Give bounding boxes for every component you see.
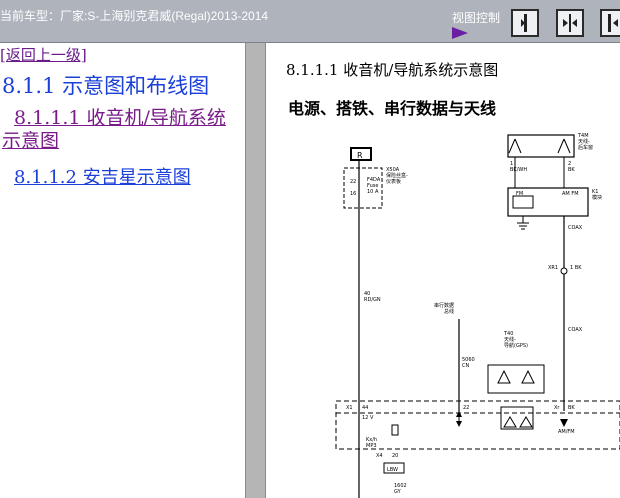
gps-switch [500,406,534,430]
mp3-connector [391,424,399,436]
view-control-label: 视图控制 [452,11,501,25]
lbw-label: LBW [387,467,398,473]
expand-left-button[interactable] [600,9,620,37]
expand-left-icon [608,14,618,32]
coax-top-label: COAX [568,225,583,231]
fuse-sub: Fuse [367,183,378,189]
coax-mid-label: COAX [568,327,583,333]
k-label: Kx/h [366,437,377,443]
wiring-diagram: R X50A 保险丝盒- 仪表板 22 16 F4DA Fuse 10 A 40… [335,133,620,498]
antenna-label-2: 天线- [578,138,590,145]
play-arrow-icon[interactable] [452,27,468,39]
relay-box [350,147,372,161]
pane-splitter[interactable] [245,43,266,498]
bottom-color: GY [394,489,402,495]
serial-label: 串行数据 [434,302,454,309]
antenna-label-3: 后车窗 [578,144,593,151]
nav-item-onstar-schematic[interactable]: 8.1.1.2 安吉星示意图 [14,167,191,188]
antenna-box [507,134,575,158]
pin44: 44 [362,405,368,411]
nav-item-radio-nav-schematic[interactable]: 8.1.1.1 收音机/导航系统示意图 [2,107,226,152]
antenna-line-1 [514,138,522,154]
antenna-line-2b [557,138,565,154]
module-fm: FM [516,191,523,197]
arrow-up-icon [456,411,462,417]
top-toolbar: 当前车型：厂家:S-上海别克君威(Regal)2013-2014 视图控制 [0,0,620,43]
module-title-2: 模块 [592,194,602,201]
section-heading-link[interactable]: 8.1.1 示意图和布线图 [2,74,210,98]
serial-color: CN [462,363,469,369]
bottom-num: 1602 [394,483,407,489]
ant-pin2-color: BK [568,167,575,173]
v12: 12 V [362,415,374,421]
x1-label: X1 [346,405,353,411]
gps-triangle-2 [521,369,535,384]
relay-box-label: R [357,151,363,160]
fuse-location-label-3: 仪表板 [386,178,401,185]
module-am: AM FM [562,191,579,197]
bk-bottom: BK [568,405,575,411]
pin22: 22 [463,405,469,411]
radio-module-box [335,400,620,450]
content-title: 8.1.1.1 收音机/导航系统示意图 [286,61,499,79]
gps-triangle-1 [497,369,511,384]
gps-label-2: 天线- [504,336,516,343]
navigation-pane: [返回上一级] 8.1.1 示意图和布线图 8.1.1.1 收音机/导航系统示意… [0,43,244,498]
content-pane: 8.1.1.1 收音机/导航系统示意图 电源、搭铁、串行数据与天线 R X50A… [266,43,620,498]
expand-right-button[interactable] [511,9,539,37]
center-split-icon [563,14,577,32]
ant-pin2: 2 [568,161,571,167]
coax-arrow-icon [560,419,568,427]
xr-connector [560,267,568,275]
lbw-box [383,462,405,474]
serial-num: 5060 [462,357,475,363]
xr-bottom: Xr [554,405,560,411]
fuse-amp: 10 A [367,189,379,195]
module-title: K1 [592,189,598,195]
xr-label: XR1 [548,265,558,271]
fuse-location-label-2: 保险丝盒- [386,172,408,179]
arrow-down-icon [456,421,462,427]
ant-pin1: 1 [510,161,513,167]
center-split-button[interactable] [556,9,584,37]
x4-label: X4 [376,453,383,459]
antenna-label: T4M [577,133,589,139]
fuse-pin-bottom: 16 [350,191,356,197]
pin20: 20 [392,453,398,459]
fuse-name: F4DA [367,177,381,183]
back-link[interactable]: [返回上一级] [0,46,87,64]
xr-pin: 1 BK [570,265,582,271]
gps-switch-tri-2 [519,416,533,428]
fuse-block [343,167,383,209]
gps-antenna-box [487,364,545,394]
wire-color-left: RD/GN [364,297,381,303]
serial-label-2: 总线 [444,308,454,315]
gps-label-3: 导航(GPS) [504,342,528,349]
ant-pin1-color: BK/WH [510,167,527,173]
gps-switch-tri-1 [503,416,517,428]
vehicle-model-label: 当前车型：厂家:S-上海别克君威(Regal)2013-2014 [0,9,269,23]
gps-label: T40 [503,331,513,337]
wire-num-left: 40 [364,291,370,297]
amfm-bottom: AM/FM [558,429,575,435]
content-subtitle: 电源、搭铁、串行数据与天线 [288,99,497,118]
expand-right-icon [521,14,527,32]
antenna-line-2 [563,138,571,154]
antenna-module [507,187,589,217]
k-label-2: MP3 [366,443,377,449]
module-inner-box [512,195,534,209]
fuse-location-label: X50A [386,167,400,173]
fuse-pin-top: 22 [350,179,356,185]
antenna-line-1b [508,138,516,154]
